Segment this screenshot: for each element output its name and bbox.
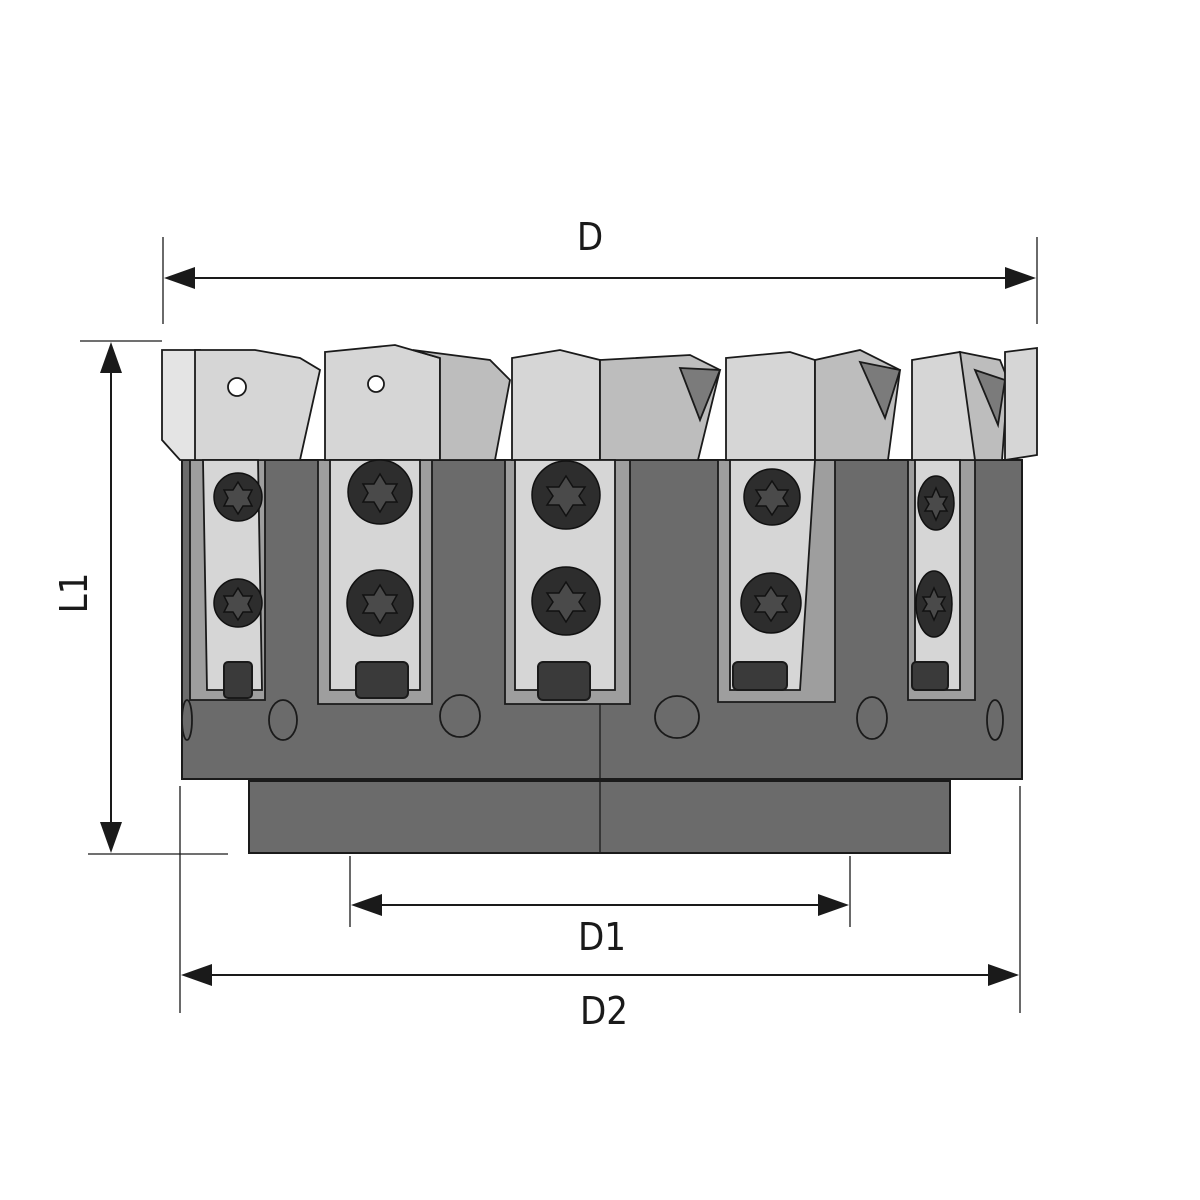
torx-icon [222,586,254,622]
d1-label: D1 [578,915,626,959]
dimension-d2: D2 [179,786,1021,1033]
dimension-l1: L1 [52,340,228,855]
torx-icon [753,585,789,623]
d-label: D [577,215,603,259]
torx-icon [361,583,399,625]
adjust-screw [537,661,591,701]
insert-station [717,349,902,703]
cutting-edge [973,368,1007,429]
coolant-hole [986,699,1004,741]
l1-arrow-top [100,342,122,373]
l1-label: L1 [52,573,96,614]
d-arrow-left [164,267,195,289]
insert-station [161,349,322,701]
adjust-screw [732,661,788,691]
d2-arrow-left [181,964,212,986]
adjust-screw [223,661,253,699]
insert-station [907,346,1038,701]
dimension-d: D [162,215,1038,324]
adjust-screw [355,661,409,699]
cutting-insert [412,349,511,461]
insert-station [504,349,722,705]
coolant-hole [439,694,481,738]
coolant-hole [181,699,193,741]
cutting-edge [678,367,722,423]
l1-arrow-bottom [100,822,122,853]
dimension-d1: D1 [349,856,851,959]
cutting-insert [511,349,601,461]
d2-label: D2 [580,989,628,1033]
insert-hole [367,375,385,393]
cutting-insert [324,344,441,461]
coolant-hole [856,696,888,740]
insert-station [317,344,511,705]
d1-arrow-left [351,894,382,916]
cutting-edge [858,360,902,421]
torx-icon [545,580,587,624]
torx-icon [923,486,949,522]
cutting-insert [194,349,322,461]
coolant-hole [268,699,298,741]
torx-icon [754,479,790,517]
cutting-insert [725,351,816,461]
torx-icon [222,480,254,516]
adjust-screw [911,661,949,691]
insert-hole [227,377,247,397]
d2-arrow-right [988,964,1019,986]
torx-icon [921,586,947,622]
cutting-insert [1004,346,1038,462]
torx-icon [361,472,399,514]
d1-arrow-right [818,894,849,916]
d-arrow-right [1005,267,1036,289]
cutting-insert [161,349,201,461]
torx-icon [545,474,587,518]
coolant-hole [654,695,700,739]
